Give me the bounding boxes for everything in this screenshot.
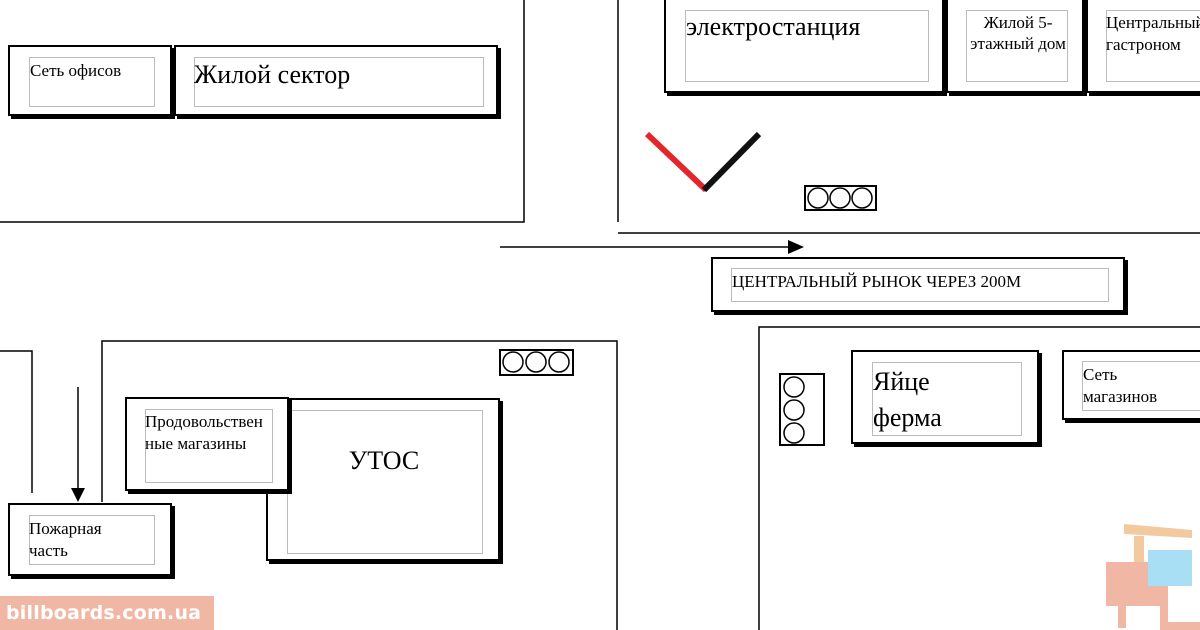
power-station-inner-frame: [685, 10, 929, 82]
residential-sector-label: Жилой сектор: [194, 60, 351, 89]
shop-network-inner-frame: [1082, 361, 1200, 411]
traffic-light-icon: [804, 185, 877, 211]
watermark-text: billboards.com.ua: [6, 602, 202, 624]
offices-inner-frame: [29, 57, 155, 107]
checkmark-sign-icon: [644, 131, 762, 193]
power-station-label: электростанция: [686, 12, 861, 41]
offices-label: Сеть офисов: [30, 61, 122, 80]
food-stores-box: Продовольственные магазины: [125, 397, 289, 491]
billboard-logo-icon: [1106, 524, 1200, 630]
food-stores-inner-frame: [145, 409, 273, 483]
apartment-house-inner-frame: [966, 10, 1068, 82]
arrow-down-icon: [71, 387, 85, 502]
apartment-house-box: Жилой 5-этажный дом: [946, 0, 1084, 93]
food-stores-label: Продовольственные магазины: [145, 412, 263, 454]
watermark-banner: billboards.com.ua: [0, 596, 214, 630]
market-sign-inner-frame: [731, 268, 1109, 302]
block-bottom-left-outline: [0, 350, 33, 493]
block-bottom-right-outline: [758, 326, 1200, 630]
market-sign-box: ЦЕНТРАЛЬНЫЙ РЫНОК ЧЕРЕЗ 200М: [711, 257, 1125, 312]
fire-station-label: Пожарная часть: [29, 519, 102, 561]
utos-label: УТОС: [348, 446, 420, 475]
utos-inner-frame: [287, 410, 483, 554]
egg-farm-box: Яйце ферма: [851, 350, 1039, 444]
block-top-left-outline: [0, 0, 525, 223]
residential-sector-box: Жилой сектор: [174, 45, 498, 116]
block-bottom-center-outline: [101, 340, 618, 630]
central-grocery-label: Центральный гастроном: [1106, 13, 1200, 55]
residential-sector-inner-frame: [194, 57, 484, 107]
fire-station-inner-frame: [29, 515, 155, 565]
offices-box: Сеть офисов: [8, 45, 172, 116]
utos-box: УТОС: [266, 398, 500, 561]
central-grocery-inner-frame: [1106, 10, 1200, 82]
shop-network-label: Сеть магазинов: [1083, 365, 1158, 407]
traffic-light-icon: [779, 373, 825, 446]
arrow-right-icon: [500, 240, 804, 254]
egg-farm-inner-frame: [872, 362, 1022, 436]
shop-network-box: Сеть магазинов: [1062, 350, 1200, 420]
traffic-light-icon: [499, 349, 574, 376]
egg-farm-label: Яйце ферма: [873, 367, 942, 433]
power-station-box: электростанция: [664, 0, 944, 93]
apartment-house-label: Жилой 5-этажный дом: [970, 13, 1066, 54]
central-grocery-box: Центральный гастроном: [1086, 0, 1200, 93]
market-sign-label: ЦЕНТРАЛЬНЫЙ РЫНОК ЧЕРЕЗ 200М: [732, 272, 1022, 291]
fire-station-box: Пожарная часть: [8, 503, 172, 576]
